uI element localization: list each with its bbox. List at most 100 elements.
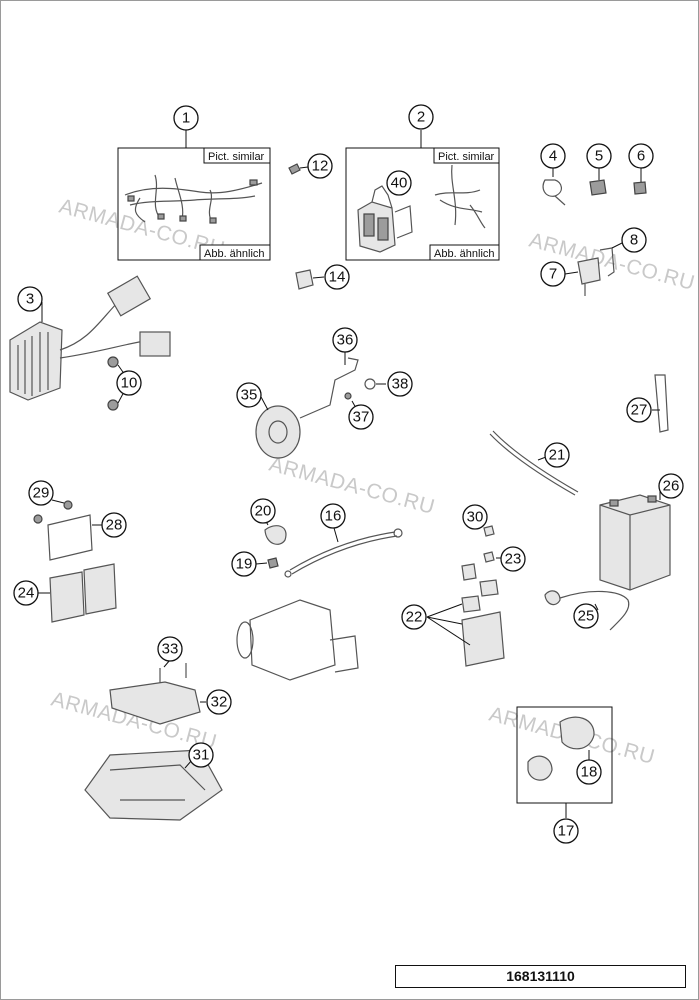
callout-32: 32	[206, 689, 232, 715]
svg-text:33: 33	[162, 641, 179, 658]
battery-part: 26	[599, 473, 684, 591]
positive-cable-part: 25	[544, 590, 630, 631]
callout-1: 1	[173, 105, 199, 131]
callout-40: 40	[386, 170, 412, 196]
svg-text:40: 40	[391, 175, 408, 192]
connector-part: 14	[295, 264, 350, 290]
callout-4: 4	[540, 143, 566, 169]
starter-motor-part	[236, 599, 359, 681]
wiring-harness-icon	[124, 174, 263, 224]
svg-text:28: 28	[106, 517, 123, 534]
callout-38: 38	[387, 371, 413, 397]
svg-text:37: 37	[353, 409, 370, 426]
svg-text:5: 5	[595, 148, 603, 165]
relay-holder-part: 29 28	[28, 480, 127, 561]
svg-text:19: 19	[236, 556, 253, 573]
clip-part: 5	[586, 143, 612, 196]
abb-aehnlich-label: Abb. ähnlich	[204, 248, 265, 260]
nut-part: 19	[231, 551, 279, 577]
svg-text:8: 8	[630, 232, 638, 249]
callout-35: 35	[236, 382, 262, 408]
tray-part-31: 31	[84, 742, 223, 821]
callout-22: 22	[401, 604, 427, 630]
svg-text:31: 31	[193, 747, 210, 764]
horn-part: 35 36 37 38	[236, 327, 413, 459]
callout-16: 16	[320, 503, 346, 529]
callout-23: 23	[500, 546, 526, 572]
voltage-regulator-part: 3	[9, 275, 171, 401]
starter-cable-part: 16	[284, 503, 403, 578]
diagram-code: 168131110	[395, 965, 686, 988]
callout-27: 27	[626, 397, 652, 423]
negative-cable-part: 21	[489, 430, 579, 496]
svg-text:22: 22	[406, 609, 423, 626]
callout-19: 19	[231, 551, 257, 577]
svg-text:20: 20	[255, 503, 272, 520]
svg-text:2: 2	[417, 109, 425, 126]
relay-pair-part: 24	[13, 563, 117, 623]
svg-text:36: 36	[337, 332, 354, 349]
svg-text:25: 25	[578, 608, 595, 625]
svg-text:26: 26	[663, 478, 680, 495]
relay-wires-icon	[434, 164, 486, 229]
svg-text:21: 21	[549, 447, 566, 464]
svg-text:17: 17	[558, 823, 575, 840]
callout-37: 37	[348, 404, 374, 430]
callout-21: 21	[544, 442, 570, 468]
callout-10: 10	[116, 370, 142, 396]
callout-36: 36	[332, 327, 358, 353]
screw-pair-33: 33	[157, 636, 187, 683]
svg-text:6: 6	[637, 148, 645, 165]
battery-strap-part: 27	[626, 374, 669, 433]
callout-26: 26	[658, 473, 684, 499]
svg-text:3: 3	[26, 291, 34, 308]
pict-similar-label: Pict. similar	[208, 151, 265, 163]
svg-text:24: 24	[18, 585, 35, 602]
svg-text:27: 27	[631, 402, 648, 419]
callout-29: 29	[28, 480, 54, 506]
svg-text:12: 12	[312, 158, 329, 175]
callout-7: 7	[540, 261, 566, 287]
pict-similar-label: Pict. similar	[438, 151, 495, 163]
callout-3: 3	[17, 286, 43, 312]
callout-31: 31	[188, 742, 214, 768]
callout-5: 5	[586, 143, 612, 169]
svg-text:7: 7	[549, 266, 557, 283]
abb-aehnlich-label: Abb. ähnlich	[434, 248, 495, 260]
sensor-bracket-part: 8 7	[540, 227, 647, 296]
callout-12: 12	[307, 153, 333, 179]
cap-part: 20	[250, 498, 287, 545]
svg-text:10: 10	[121, 375, 138, 392]
callout-30: 30	[462, 504, 488, 530]
fuse-part: 12	[288, 153, 333, 179]
inset-box-relay-harness: Pict. similar Abb. ähnlich 2 40	[345, 104, 500, 261]
svg-text:32: 32	[211, 694, 228, 711]
svg-text:1: 1	[182, 110, 190, 127]
relay-bracket-icon	[357, 185, 413, 253]
callout-8: 8	[621, 227, 647, 253]
inset-box-wiring-harness: Pict. similar Abb. ähnlich 1	[117, 105, 271, 261]
svg-text:4: 4	[549, 148, 557, 165]
svg-text:38: 38	[392, 376, 409, 393]
callout-14: 14	[324, 264, 350, 290]
callout-18: 18	[576, 759, 602, 785]
callout-20: 20	[250, 498, 276, 524]
callout-24: 24	[13, 580, 39, 606]
cover-part-32: 32	[109, 681, 232, 725]
callout-2: 2	[408, 104, 434, 130]
plug-part: 6	[628, 143, 654, 195]
svg-text:23: 23	[505, 551, 522, 568]
fuse-box-parts: 30 23 22	[401, 504, 526, 667]
svg-text:29: 29	[33, 485, 50, 502]
callout-6: 6	[628, 143, 654, 169]
svg-text:18: 18	[581, 764, 598, 781]
screw-parts: 10	[107, 356, 142, 411]
cable-tie-part: 4	[540, 143, 566, 206]
callout-33: 33	[157, 636, 183, 662]
callout-17: 17	[553, 818, 579, 844]
watermark: ARMADA-CO.RU	[267, 453, 438, 519]
svg-text:30: 30	[467, 509, 484, 526]
svg-text:35: 35	[241, 387, 258, 404]
callout-25: 25	[573, 603, 599, 629]
